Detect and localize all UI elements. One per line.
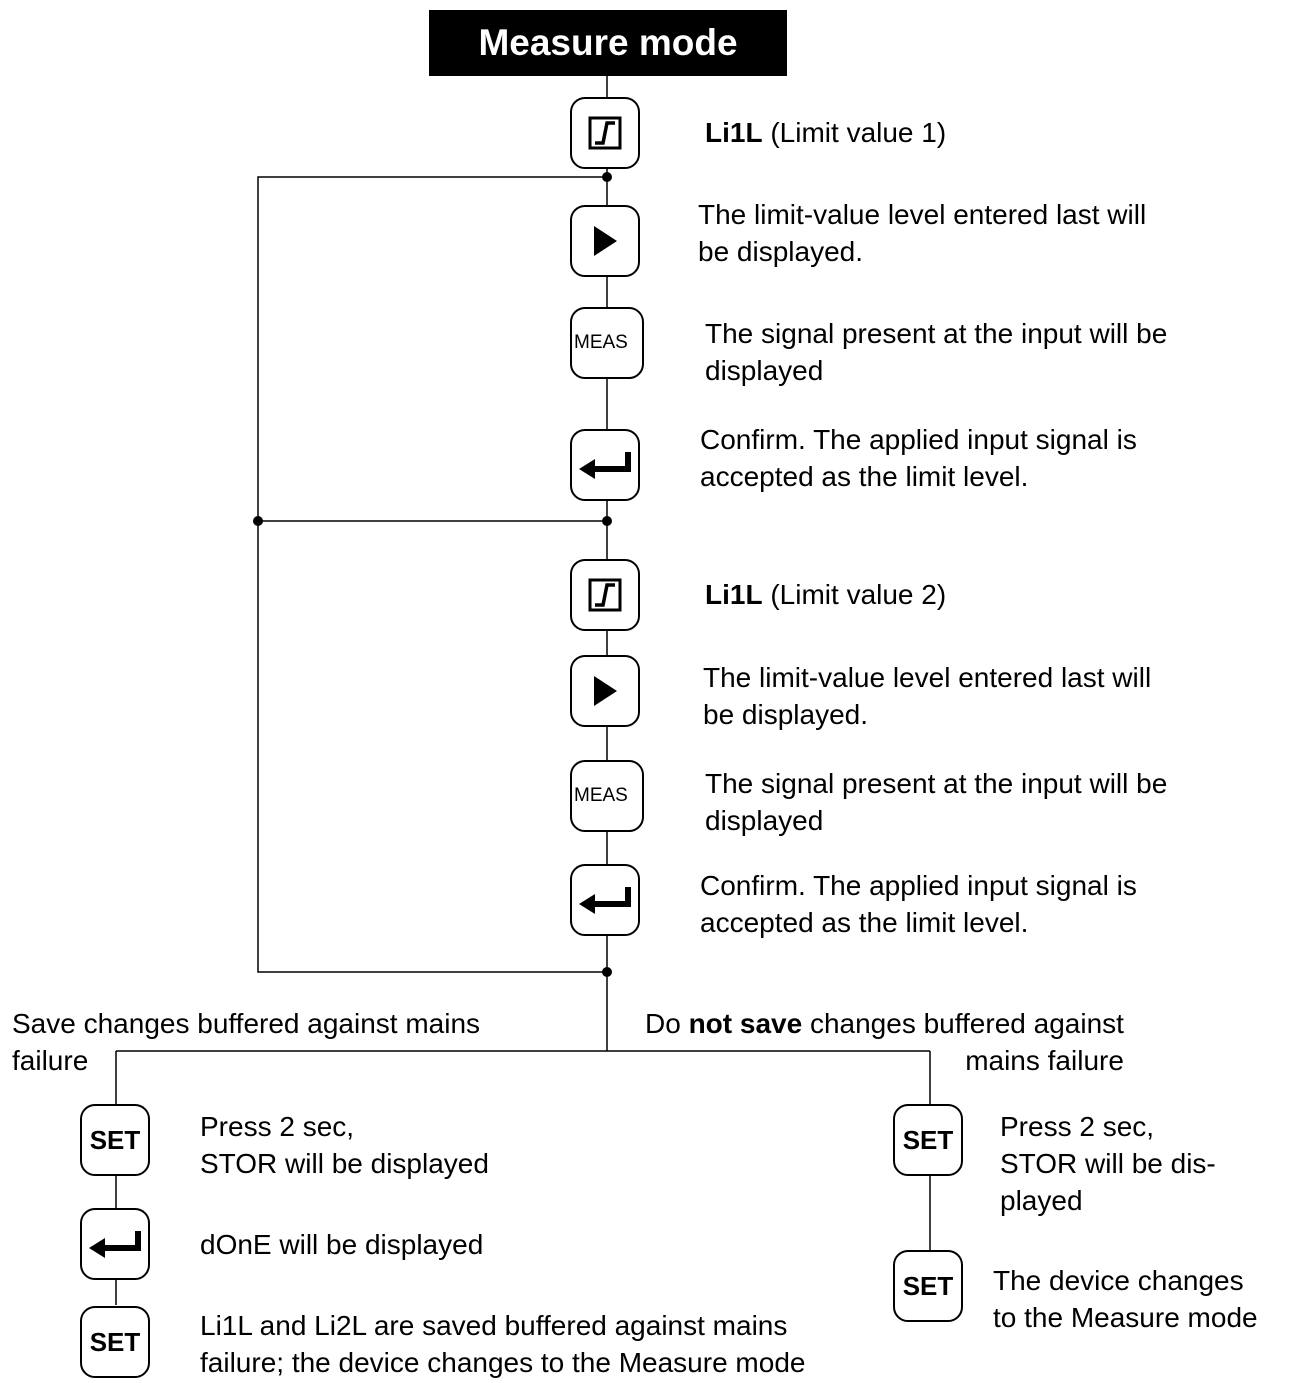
- meas-key[interactable]: MEAS: [570, 760, 644, 832]
- mode-header: Measure mode: [429, 10, 787, 76]
- limit-key[interactable]: [570, 97, 640, 169]
- set-key[interactable]: SET: [80, 1306, 150, 1378]
- limit-key-icon: [588, 578, 622, 612]
- enter-key[interactable]: [570, 429, 640, 501]
- play1-text: The limit-value level entered last will …: [698, 199, 1147, 267]
- meas-key-label: MEAS: [574, 332, 628, 353]
- save-step1-text: Press 2 sec, STOR will be displayed: [200, 1111, 489, 1179]
- limit2-label: Li1L (Limit value 2): [705, 576, 946, 613]
- limit1-name: (Limit value 1): [770, 117, 947, 148]
- set-key-label: SET: [902, 1124, 954, 1155]
- enter-key-icon: [579, 887, 631, 914]
- nosave-step2-text: The device changes to the Measure mode: [993, 1265, 1258, 1333]
- junction-dot: [602, 172, 612, 182]
- limit2-code: Li1L: [705, 579, 763, 610]
- play-key[interactable]: [570, 655, 640, 727]
- set-key[interactable]: SET: [893, 1104, 963, 1176]
- set-key-label: SET: [902, 1270, 954, 1301]
- play-key-icon: [594, 676, 617, 706]
- junction-dot: [253, 516, 263, 526]
- nosave-branch-heading: Do not save changes buffered against mai…: [645, 1008, 1124, 1076]
- meas1-text: The signal present at the input will be …: [705, 318, 1168, 386]
- save-step3-text: Li1L and Li2L are saved buffered against…: [200, 1310, 806, 1378]
- limit2-name: (Limit value 2): [770, 579, 947, 610]
- set-key[interactable]: SET: [80, 1104, 150, 1176]
- meas-key-label: MEAS: [574, 785, 628, 806]
- enter-key-icon: [89, 1231, 141, 1258]
- play-key[interactable]: [570, 205, 640, 277]
- limit-key[interactable]: [570, 559, 640, 631]
- enter1-text: Confirm. The applied input signal is acc…: [700, 424, 1137, 492]
- save-branch-heading: Save changes buffered against mains fail…: [12, 1008, 481, 1076]
- junction-dot: [602, 516, 612, 526]
- set-key-label: SET: [89, 1326, 141, 1357]
- limit-key-icon: [588, 116, 622, 150]
- play2-text: The limit-value level entered last will …: [703, 662, 1152, 730]
- mode-header-title: Measure mode: [478, 22, 738, 63]
- enter-key[interactable]: [80, 1208, 150, 1280]
- meas2-text: The signal present at the input will be …: [705, 768, 1168, 836]
- save-step2-text: dOnE will be displayed: [200, 1229, 484, 1260]
- enter-key-icon: [579, 452, 631, 479]
- meas-key[interactable]: MEAS: [570, 307, 644, 379]
- limit1-label: Li1L (Limit value 1): [705, 114, 946, 151]
- junction-dot: [602, 967, 612, 977]
- set-key[interactable]: SET: [893, 1250, 963, 1322]
- nosave-step1-text: Press 2 sec, STOR will be dis- played: [1000, 1111, 1216, 1216]
- enter2-text: Confirm. The applied input signal is acc…: [700, 870, 1137, 938]
- play-key-icon: [594, 226, 617, 256]
- limit1-code: Li1L: [705, 117, 763, 148]
- enter-key[interactable]: [570, 864, 640, 936]
- set-key-label: SET: [89, 1124, 141, 1155]
